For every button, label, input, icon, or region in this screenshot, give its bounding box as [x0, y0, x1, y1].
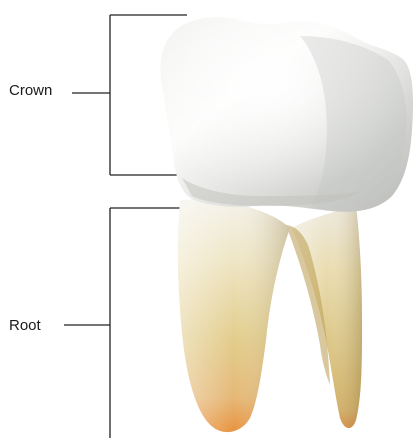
molar-tooth-icon — [161, 17, 414, 432]
crown-label: Crown — [9, 83, 52, 98]
root-bracket — [64, 208, 180, 438]
root-label: Root — [9, 318, 41, 333]
